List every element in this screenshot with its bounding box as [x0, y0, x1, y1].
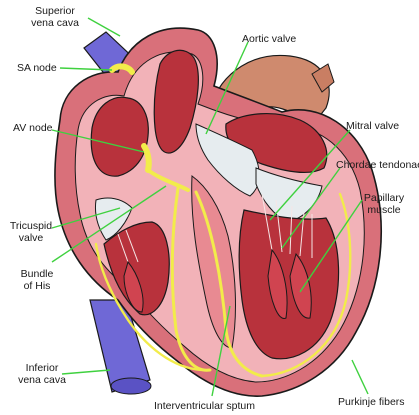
- label-superior-vena-cava-line2: vena cava: [24, 17, 86, 29]
- label-aortic-valve: Aortic valve: [242, 33, 296, 45]
- label-tricuspid-valve: Tricuspid valve: [6, 220, 56, 244]
- label-inferior-vena-cava-line2: vena cava: [14, 374, 70, 386]
- label-papillary-muscle-line2: muscle: [356, 204, 412, 216]
- inferior-vena-cava-opening: [111, 378, 151, 394]
- label-inferior-vena-cava: Inferior vena cava: [14, 362, 70, 386]
- label-sa-node: SA node: [17, 62, 57, 74]
- label-bundle-of-his-line1: Bundle: [16, 268, 58, 280]
- label-papillary-muscle: Papillary muscle: [356, 192, 412, 216]
- leader-purkinje-fibers: [352, 360, 368, 394]
- label-bundle-of-his-line2: of His: [16, 280, 58, 292]
- label-superior-vena-cava-line1: Superior: [24, 5, 86, 17]
- label-tricuspid-valve-line1: Tricuspid: [6, 220, 56, 232]
- label-bundle-of-his: Bundle of His: [16, 268, 58, 292]
- label-inferior-vena-cava-line1: Inferior: [14, 362, 70, 374]
- label-chordae-tendonae: Chordae tendonae: [336, 159, 419, 171]
- label-papillary-muscle-line1: Papillary: [356, 192, 412, 204]
- label-purkinje-fibers: Purkinje fibers: [338, 396, 405, 408]
- label-superior-vena-cava: Superior vena cava: [24, 5, 86, 29]
- label-interventricular-septum: Interventricular sptum: [154, 400, 255, 412]
- label-mitral-valve: Mitral valve: [346, 120, 399, 132]
- label-av-node: AV node: [13, 122, 53, 134]
- label-tricuspid-valve-line2: valve: [6, 232, 56, 244]
